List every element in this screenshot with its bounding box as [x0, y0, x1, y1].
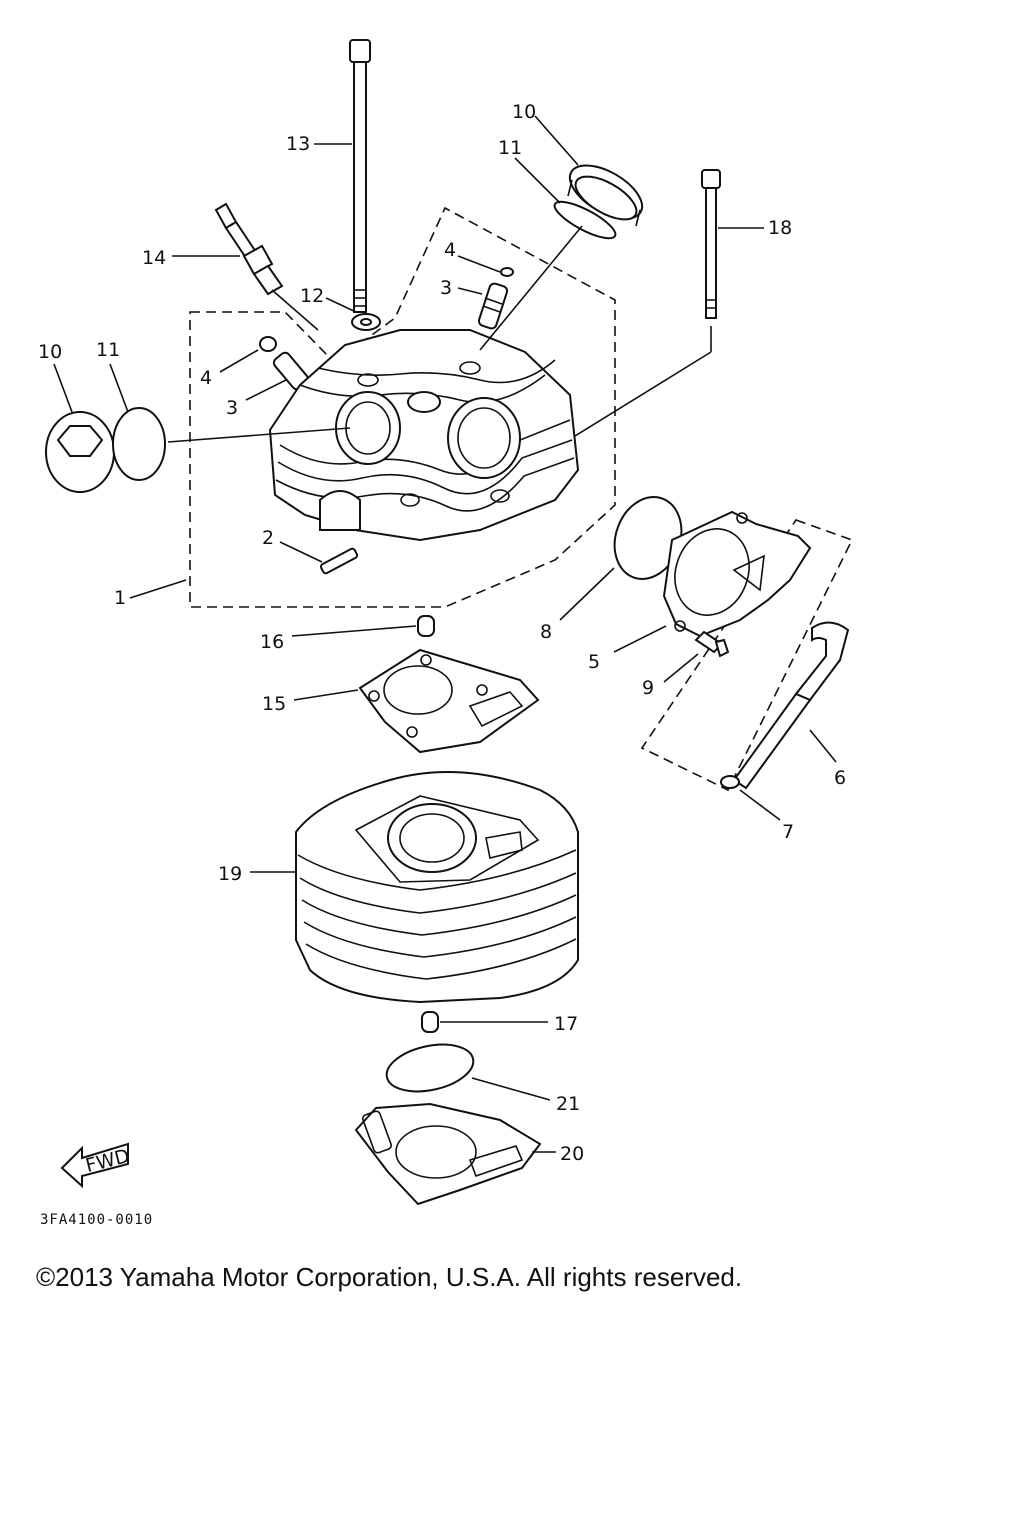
callout-18: 18 — [768, 217, 792, 239]
part-10-upper-cap — [567, 164, 644, 227]
callout-17: 17 — [554, 1013, 578, 1035]
part-16-dowel — [417, 615, 435, 637]
part-10-left-cap — [45, 411, 115, 493]
fwd-arrow-icon: FWD — [60, 1142, 132, 1189]
callout-4-left: 4 — [200, 367, 212, 389]
copyright-notice: ©2013 Yamaha Motor Corporation, U.S.A. A… — [36, 1262, 743, 1292]
part-12-washer — [351, 313, 381, 331]
callout-12: 12 — [300, 285, 324, 307]
part-21-oring — [385, 1043, 475, 1093]
part-3-upper-guide — [477, 282, 509, 330]
callout-11-left: 11 — [96, 339, 120, 361]
part-6-hose — [732, 621, 850, 790]
callout-19: 19 — [218, 863, 242, 885]
part-19-cylinder — [295, 771, 579, 1004]
cylinder-head — [268, 329, 580, 542]
callout-7: 7 — [782, 821, 794, 843]
part-1-assembly-boundary — [189, 206, 616, 608]
part-4-upper-ring — [500, 267, 514, 277]
callout-15: 15 — [262, 693, 286, 715]
callout-3-upper: 3 — [440, 277, 452, 299]
callout-20: 20 — [560, 1143, 584, 1165]
part-14-spark-plug — [214, 202, 319, 331]
callout-1: 1 — [114, 587, 126, 609]
part-4-left-ring — [259, 336, 277, 352]
part-7-clamp — [720, 775, 740, 789]
callout-8: 8 — [540, 621, 552, 643]
callout-21: 21 — [556, 1093, 580, 1115]
callout-10-upper: 10 — [512, 101, 536, 123]
part-13-stud-bolt — [349, 39, 371, 313]
fwd-arrow-label: FWD — [83, 1145, 131, 1177]
callout-3-left: 3 — [226, 397, 238, 419]
part-5-housing — [662, 510, 812, 638]
callout-4-upper: 4 — [444, 239, 456, 261]
callout-5: 5 — [588, 651, 600, 673]
part-9-bolt — [694, 630, 730, 658]
part-15-head-gasket — [358, 648, 540, 754]
callout-16: 16 — [260, 631, 284, 653]
callout-10-left: 10 — [38, 341, 62, 363]
part-17-dowel — [421, 1011, 439, 1033]
part-11-left-oring — [112, 407, 166, 481]
callout-6: 6 — [834, 767, 846, 789]
part-20-base-gasket — [354, 1102, 542, 1206]
part-2-stud — [319, 547, 359, 575]
callout-14: 14 — [142, 247, 166, 269]
callout-9: 9 — [642, 677, 654, 699]
part-5-group-boundary — [640, 519, 854, 792]
callout-11-upper: 11 — [498, 137, 522, 159]
drawing-code: 3FA4100-0010 — [40, 1212, 153, 1228]
parts-diagram: FWD 3FA4100-0010 1 2 3 — [38, 39, 854, 1228]
leader-lines — [53, 115, 837, 1153]
callout-13: 13 — [286, 133, 310, 155]
callout-labels: 1 2 3 3 4 4 5 6 7 8 9 10 10 11 11 12 13 … — [38, 101, 846, 1165]
callout-2: 2 — [262, 527, 274, 549]
